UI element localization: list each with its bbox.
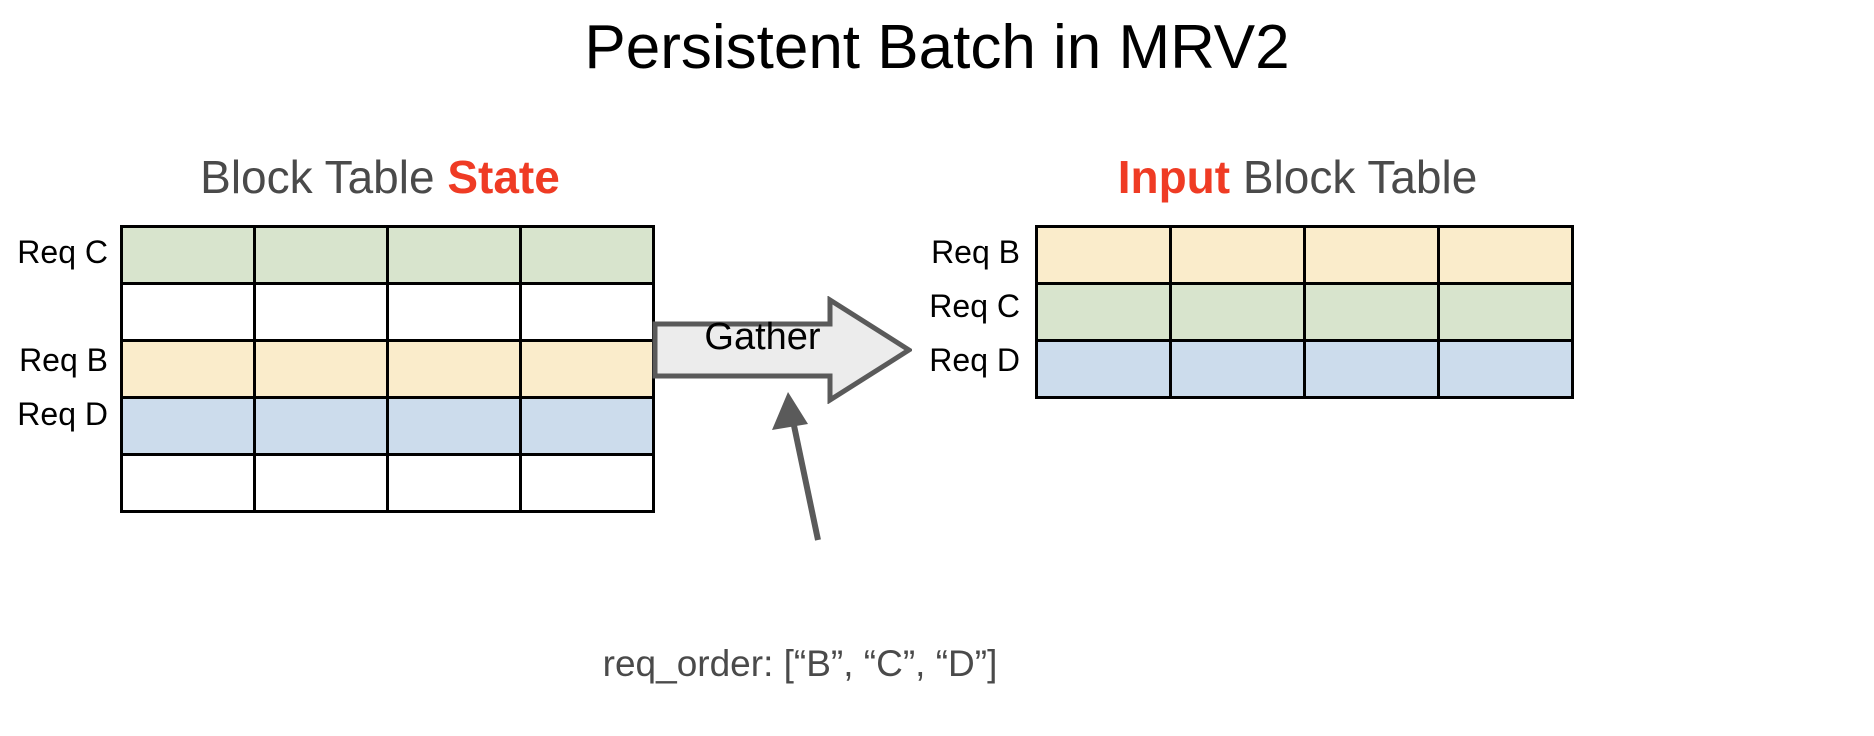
state-cell-r0c1 — [253, 225, 389, 285]
state-cell-r0c3 — [519, 225, 655, 285]
state-row-label-req-c: Req C — [17, 234, 108, 270]
right-panel-heading: Input Block Table — [1035, 150, 1560, 204]
state-cell-r1c2 — [386, 282, 522, 342]
state-cell-r3c3 — [519, 396, 655, 456]
state-cell-r1c0 — [120, 282, 256, 342]
state-row-label-req-b: Req B — [19, 342, 108, 378]
input-cell-r2c2 — [1303, 339, 1440, 399]
input-cell-r1c3 — [1437, 282, 1574, 342]
input-cell-r0c1 — [1169, 225, 1306, 285]
state-cell-r4c3 — [519, 453, 655, 513]
table-row — [120, 225, 655, 285]
state-row-label-req-d: Req D — [17, 396, 108, 432]
state-cell-r3c2 — [386, 396, 522, 456]
left-panel-heading: Block Table State — [120, 150, 640, 204]
input-cell-r1c2 — [1303, 282, 1440, 342]
state-cell-r4c0 — [120, 453, 256, 513]
state-cell-r1c3 — [519, 282, 655, 342]
table-row — [1035, 225, 1574, 285]
input-row-label-req-b: Req B — [931, 234, 1020, 270]
left-heading-accent: State — [447, 151, 560, 203]
state-cell-r0c0 — [120, 225, 256, 285]
state-cell-r4c1 — [253, 453, 389, 513]
state-cell-r4c2 — [386, 453, 522, 513]
left-heading-prefix: Block Table — [200, 151, 448, 203]
input-block-table — [1035, 225, 1574, 399]
state-cell-r0c2 — [386, 225, 522, 285]
input-cell-r0c3 — [1437, 225, 1574, 285]
right-heading-accent: Input — [1117, 151, 1231, 203]
state-cell-r2c2 — [386, 339, 522, 399]
input-cell-r0c0 — [1035, 225, 1172, 285]
input-row-label-req-c: Req C — [929, 288, 1020, 324]
state-cell-r2c0 — [120, 339, 256, 399]
state-cell-r2c3 — [519, 339, 655, 399]
right-heading-suffix: Block Table — [1230, 151, 1478, 203]
gather-arrow-icon — [652, 296, 912, 404]
input-cell-r1c1 — [1169, 282, 1306, 342]
page-title: Persistent Batch in MRV2 — [584, 13, 1290, 82]
state-cell-r3c0 — [120, 396, 256, 456]
table-row — [1035, 339, 1574, 399]
table-row — [120, 339, 655, 399]
input-row-label-req-d: Req D — [929, 342, 1020, 378]
table-row — [120, 282, 655, 342]
req-order-arrow-icon — [772, 392, 821, 541]
state-cell-r3c1 — [253, 396, 389, 456]
state-block-table — [120, 225, 655, 513]
table-row — [1035, 282, 1574, 342]
input-cell-r0c2 — [1303, 225, 1440, 285]
input-cell-r2c0 — [1035, 339, 1172, 399]
state-cell-r1c1 — [253, 282, 389, 342]
gather-label: Gather — [704, 316, 821, 358]
input-cell-r1c0 — [1035, 282, 1172, 342]
input-cell-r2c3 — [1437, 339, 1574, 399]
table-row — [120, 453, 655, 513]
req-order-caption: req_order: [“B”, “C”, “D”] — [602, 643, 998, 684]
input-cell-r2c1 — [1169, 339, 1306, 399]
state-cell-r2c1 — [253, 339, 389, 399]
table-row — [120, 396, 655, 456]
